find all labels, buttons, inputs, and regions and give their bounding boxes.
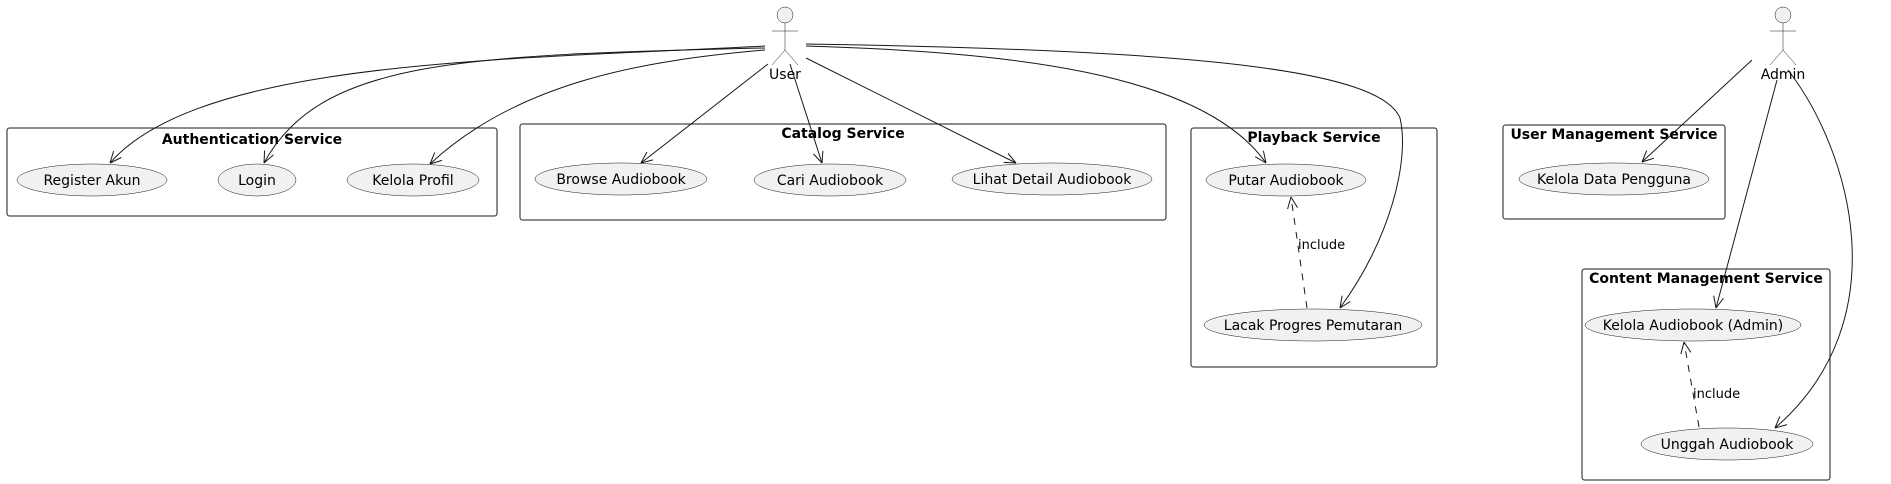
use-case-label: Login <box>238 173 276 189</box>
use-case-label: Putar Audiobook <box>1228 173 1344 189</box>
use-case-lacak-progres-pemutaran: Lacak Progres Pemutaran <box>1203 308 1423 342</box>
use-case-kelola-profil: Kelola Profil <box>346 163 480 197</box>
package-title-authentication: Authentication Service <box>162 132 342 148</box>
package-title-content-management: Content Management Service <box>1589 271 1823 287</box>
assoc-admin-kelola-data <box>1641 59 1753 163</box>
use-case-cari-audiobook: Cari Audiobook <box>753 163 907 197</box>
include-label: include <box>1298 238 1345 253</box>
use-case-unggah-audiobook: Unggah Audiobook <box>1640 427 1814 461</box>
assoc-admin-unggah <box>1774 69 1853 429</box>
admin-associations <box>1641 59 1853 429</box>
actor-admin: Admin <box>1761 6 1806 83</box>
package-title-user-management: User Management Service <box>1510 127 1717 143</box>
use-case-kelola-audiobook-admin: Kelola Audiobook (Admin) <box>1584 308 1802 342</box>
package-user-management-service: User Management Service <box>1502 124 1726 220</box>
package-title-catalog: Catalog Service <box>781 126 904 142</box>
use-case-label: Register Akun <box>43 173 140 189</box>
assoc-user-lihat-detail <box>805 57 1017 164</box>
user-associations <box>109 43 1403 309</box>
use-case-login: Login <box>217 163 297 197</box>
include-label: include <box>1693 387 1740 402</box>
use-case-putar-audiobook: Putar Audiobook <box>1205 163 1367 197</box>
package-catalog-service: Catalog Service <box>519 123 1167 221</box>
use-case-label: Lihat Detail Audiobook <box>973 172 1133 188</box>
actor-user: User <box>769 6 801 83</box>
package-playback-service: Playback Service <box>1190 127 1438 368</box>
assoc-user-lacak <box>805 43 1403 309</box>
use-case-label: Unggah Audiobook <box>1661 437 1795 453</box>
package-content-management-service: Content Management Service <box>1581 268 1831 481</box>
assoc-user-kelola-profil <box>429 49 766 165</box>
use-case-label: Kelola Profil <box>372 173 453 189</box>
use-case-lihat-detail-audiobook: Lihat Detail Audiobook <box>951 162 1153 196</box>
actor-head <box>776 6 794 24</box>
package-title-playback: Playback Service <box>1247 130 1380 146</box>
assoc-user-login <box>263 47 766 164</box>
package-authentication-service: Authentication Service <box>6 127 498 217</box>
use-case-label: Cari Audiobook <box>777 173 884 189</box>
use-case-label: Browse Audiobook <box>556 172 686 188</box>
actor-label-admin: Admin <box>1761 67 1806 83</box>
assoc-user-browse <box>640 63 769 164</box>
assoc-admin-kelola-audiobook <box>1715 79 1778 309</box>
use-case-label: Lacak Progres Pemutaran <box>1224 318 1402 334</box>
assoc-user-putar <box>805 45 1267 164</box>
use-case-kelola-data-pengguna: Kelola Data Pengguna <box>1518 162 1710 196</box>
include-content: include <box>1680 341 1740 428</box>
include-playback: include <box>1287 196 1345 309</box>
use-case-register-akun: Register Akun <box>16 163 168 197</box>
use-case-label: Kelola Data Pengguna <box>1537 172 1691 188</box>
use-case-browse-audiobook: Browse Audiobook <box>534 162 708 196</box>
actor-head <box>1774 6 1792 24</box>
use-case-label: Kelola Audiobook (Admin) <box>1603 318 1783 334</box>
actor-label-user: User <box>769 67 801 83</box>
assoc-user-cari <box>789 63 823 164</box>
